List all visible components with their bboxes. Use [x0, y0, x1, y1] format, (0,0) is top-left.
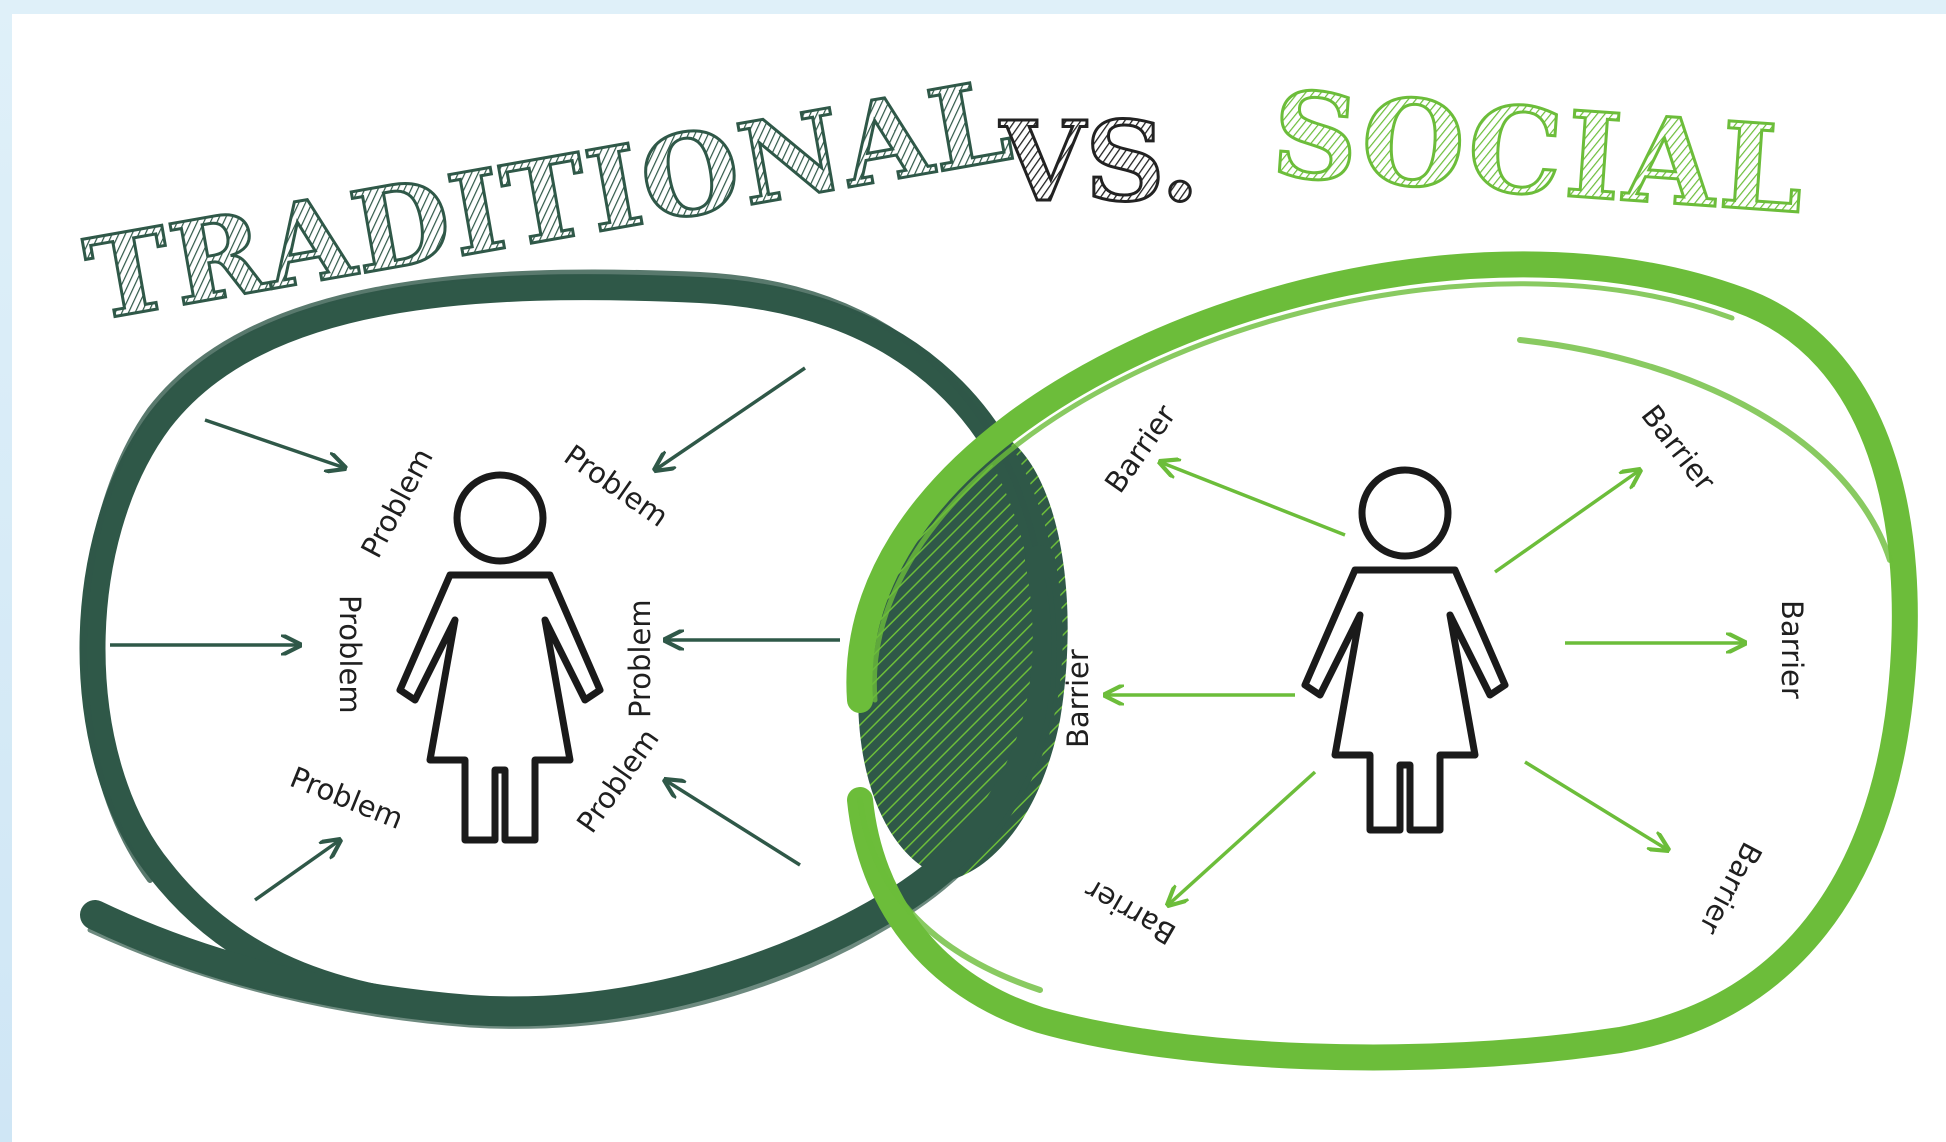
social-person-icon	[1301, 466, 1509, 834]
barrier-label: Barrier	[1692, 837, 1768, 940]
problem-label: Problem	[570, 722, 666, 839]
arrow-top-left	[204, 418, 345, 468]
problem-label: Problem	[285, 760, 408, 836]
social-loop	[846, 251, 1918, 1071]
arrow-out-bottom-left	[1168, 770, 1317, 905]
barrier-label: Barrier	[1079, 872, 1182, 951]
barrier-label: Barrier	[1634, 398, 1722, 497]
problem-label: Problem	[354, 443, 440, 564]
vs-title: VS.	[999, 97, 1199, 226]
problem-label: Problem	[333, 595, 367, 714]
barrier-label: Barrier	[1098, 398, 1183, 499]
traditional-arrows	[110, 366, 840, 902]
traditional-loop	[79, 269, 1063, 1029]
arrow-top-right	[655, 366, 806, 470]
arrow-out-top-left	[1160, 462, 1346, 537]
arrow-out-top-right	[1493, 470, 1640, 574]
barrier-label: Barrier	[1061, 649, 1095, 748]
traditional-title: TRADITIONAL	[77, 55, 1022, 347]
traditional-person-icon	[396, 471, 604, 844]
social-title: SOCIAL	[1268, 64, 1812, 240]
problem-label: Problem	[623, 599, 657, 718]
social-arrows	[1105, 462, 1745, 905]
arrow-out-bottom-right	[1524, 760, 1668, 850]
problem-label: Problem	[558, 438, 675, 534]
arrow-bottom-left	[253, 840, 340, 902]
arrow-bottom-right	[665, 780, 801, 867]
barrier-label: Barrier	[1775, 600, 1809, 699]
